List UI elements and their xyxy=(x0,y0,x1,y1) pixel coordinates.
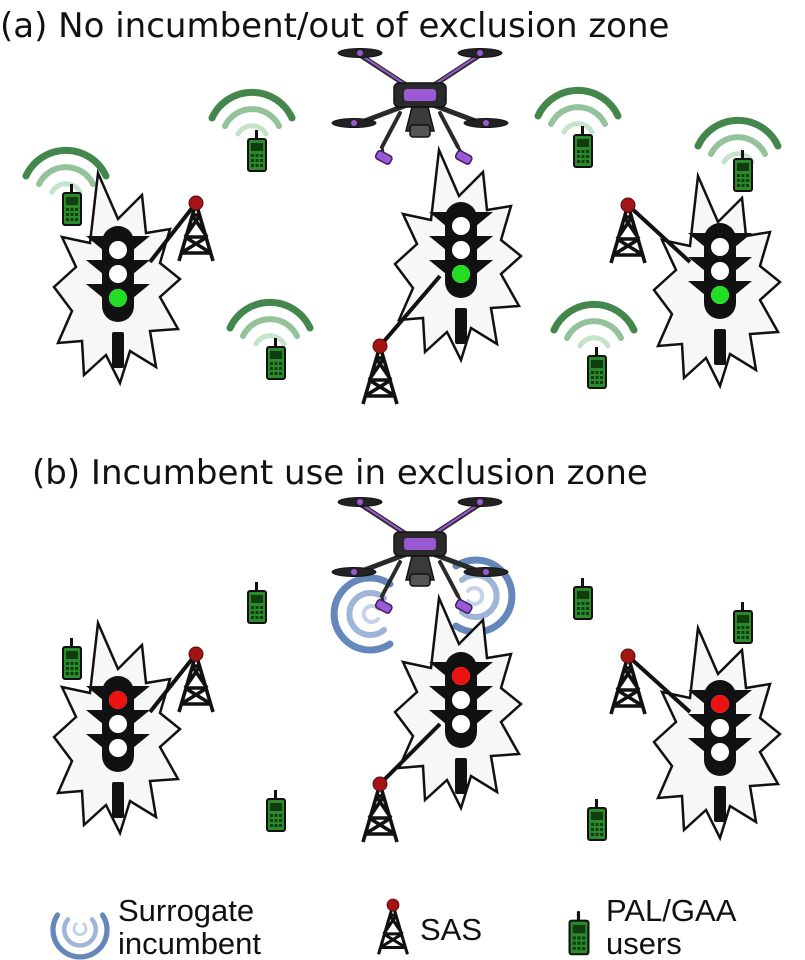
lamp-red xyxy=(711,695,729,713)
panel-a: (a) No incumbent/out of exclusion zone xyxy=(0,6,780,406)
phone-icon xyxy=(266,789,286,832)
lamp-red xyxy=(109,691,127,709)
phone-icon xyxy=(573,577,593,620)
lamp-red xyxy=(452,667,470,685)
phone-icon xyxy=(587,346,607,389)
phone-icon xyxy=(247,581,267,624)
panel-b-title: (b) Incumbent use in exclusion zone xyxy=(32,453,648,493)
panel-b: (b) Incumbent use in exclusion zone xyxy=(32,453,782,844)
sas-tower-icon xyxy=(609,196,647,265)
legend-users-line2: users xyxy=(606,926,682,960)
legend-surrogate-line2: incumbent xyxy=(118,926,261,960)
legend-surrogate-icon xyxy=(53,915,107,957)
legend: Surrogate incumbent SAS PAL/GAA users xyxy=(53,893,737,960)
legend-users-line1: PAL/GAA xyxy=(606,893,737,928)
panel-a-title: (a) No incumbent/out of exclusion zone xyxy=(0,6,669,46)
sas-tower-icon xyxy=(361,775,399,844)
drone-icon xyxy=(332,49,508,166)
lamp-green xyxy=(109,289,127,307)
phone-icon xyxy=(587,798,607,841)
phone-icon xyxy=(733,601,753,644)
sas-tower-icon xyxy=(177,194,215,263)
legend-phone-icon xyxy=(568,910,590,956)
legend-surrogate-line1: Surrogate xyxy=(118,893,254,928)
legend-sas-label: SAS xyxy=(420,912,482,947)
phone-icon xyxy=(62,637,82,680)
sas-tower-icon xyxy=(177,645,215,714)
sas-tower-icon xyxy=(609,647,647,716)
lamp-green xyxy=(711,286,729,304)
phone-icon xyxy=(247,129,267,172)
lamp-green xyxy=(452,265,470,283)
sas-tower-icon xyxy=(361,337,399,406)
legend-sas-tower-icon xyxy=(377,897,409,956)
